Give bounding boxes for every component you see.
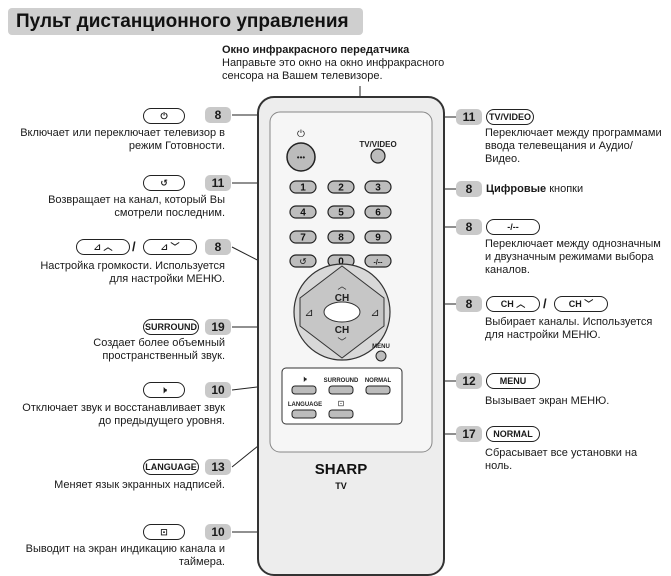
flashback-text: Возвращает на канал, который Вы смотрели… — [48, 194, 225, 219]
svg-text:﹀: ﹀ — [337, 337, 346, 347]
remote-key-5[interactable]: 5 — [327, 205, 355, 219]
svg-text:⊡: ⊡ — [338, 399, 345, 408]
channel-text: Выбирает каналы. Используется для настро… — [485, 316, 653, 341]
svg-text:•••: ••• — [297, 153, 306, 162]
normal-button[interactable]: NORMAL — [486, 426, 540, 442]
display-text: Выводит на экран индикацию канала и тайм… — [25, 543, 225, 568]
remote-normal-label: NORMAL — [365, 378, 392, 384]
display-button-icon[interactable]: ⊡ — [143, 524, 185, 540]
tvvideo-text: Переключает между программами ввода теле… — [485, 127, 662, 165]
ir-window-text: Направьте это окно на окно инфракрасного… — [222, 57, 445, 82]
remote-surround-label: SURROUND — [324, 378, 359, 384]
digits-text: Цифровые кнопки — [486, 183, 583, 196]
svg-text:0: 0 — [338, 257, 344, 268]
svg-text:🕨: 🕨 — [301, 374, 307, 384]
menu-badge: 12 — [456, 373, 482, 389]
svg-text:-/--: -/-- — [374, 260, 384, 267]
surround-button[interactable]: SURROUND — [143, 319, 199, 335]
digits-bold: Цифровые — [486, 183, 547, 195]
volume-badge: 8 — [205, 239, 231, 255]
power-text: Включает или переключает телевизор в реж… — [20, 127, 225, 152]
svg-text:2: 2 — [338, 183, 344, 194]
channel-down-button[interactable]: CH ﹀ — [554, 296, 608, 312]
svg-text:5: 5 — [338, 208, 344, 219]
remote-key-2[interactable]: 2 — [327, 180, 355, 194]
channel-separator: / — [543, 296, 547, 311]
tvvideo-badge: 11 — [456, 109, 482, 125]
digitmode-button[interactable]: -/-- — [486, 219, 540, 235]
remote-brand: SHARP — [315, 461, 368, 478]
remote-key-7[interactable]: 7 — [289, 230, 317, 244]
digitmode-badge: 8 — [456, 219, 482, 235]
flashback-badge: 11 — [205, 175, 231, 191]
remote-language-label: LANGUAGE — [288, 402, 322, 408]
remote-key-6[interactable]: 6 — [364, 205, 392, 219]
svg-text:⊿: ⊿ — [370, 307, 379, 319]
channel-up-label: CH — [500, 299, 514, 309]
remote-key-9[interactable]: 9 — [364, 230, 392, 244]
menu-text: Вызывает экран МЕНЮ. — [485, 395, 610, 407]
mute-badge: 10 — [205, 382, 231, 398]
remote-tvvideo-label: TV/VIDEO — [359, 140, 396, 149]
normal-badge: 17 — [456, 426, 482, 442]
page-title: Пульт дистанционного управления — [8, 8, 363, 35]
channel-badge: 8 — [456, 296, 482, 312]
channel-down-label: CH — [568, 299, 582, 309]
digits-rest: кнопки — [546, 183, 584, 195]
svg-text:⏻: ⏻ — [297, 129, 305, 140]
power-button-icon[interactable]: ⏻ — [143, 108, 185, 124]
tvvideo-button[interactable]: TV/VIDEO — [486, 109, 534, 125]
svg-text:︿: ︿ — [337, 281, 346, 291]
svg-text:9: 9 — [375, 233, 381, 244]
svg-text:6: 6 — [375, 208, 381, 219]
svg-text:⊿: ⊿ — [304, 307, 313, 319]
remote-key-digitmode[interactable]: -/-- — [364, 254, 392, 268]
digits-badge: 8 — [456, 181, 482, 197]
language-text: Меняет язык экранных надписей. — [54, 479, 225, 491]
svg-text:4: 4 — [300, 208, 306, 219]
remote-key-3[interactable]: 3 — [364, 180, 392, 194]
power-badge: 8 — [205, 107, 231, 123]
language-button[interactable]: LANGUAGE — [143, 459, 199, 475]
svg-text:7: 7 — [300, 233, 306, 244]
svg-text:1: 1 — [300, 183, 306, 194]
surround-text: Создает более объемный пространственный … — [93, 337, 225, 362]
volume-down-button-icon[interactable]: ⊿ ︿ — [76, 239, 130, 255]
volume-up-button-icon[interactable]: ⊿ ﹀ — [143, 239, 197, 255]
language-badge: 13 — [205, 459, 231, 475]
channel-up-button[interactable]: CH ︿ — [486, 296, 540, 312]
remote-ch-up-label: CH — [335, 293, 349, 304]
normal-text: Сбрасывает все установки на ноль. — [485, 447, 638, 472]
menu-button[interactable]: MENU — [486, 373, 540, 389]
remote-key-1[interactable]: 1 — [289, 180, 317, 194]
remote-key-flashback[interactable]: ↺ — [289, 254, 317, 268]
digitmode-text: Переключает между однозначным и двузначн… — [485, 238, 661, 276]
mute-button-icon[interactable]: 🕨 — [143, 382, 185, 398]
display-badge: 10 — [205, 524, 231, 540]
ir-window-heading: Окно инфракрасного передатчика — [222, 44, 410, 56]
surround-badge: 19 — [205, 319, 231, 335]
volume-text: Настройка громкости. Используется для на… — [40, 260, 225, 285]
svg-text:↺: ↺ — [299, 257, 307, 267]
remote-model: TV — [335, 481, 347, 491]
remote-ch-down-label: CH — [335, 325, 349, 336]
remote-menu-label: MENU — [372, 344, 390, 350]
svg-text:8: 8 — [338, 233, 344, 244]
remote-key-8[interactable]: 8 — [327, 230, 355, 244]
volume-separator: / — [132, 239, 136, 254]
remote-key-4[interactable]: 4 — [289, 205, 317, 219]
svg-text:3: 3 — [375, 183, 381, 194]
mute-text: Отключает звук и восстанавливает звук до… — [22, 402, 225, 427]
flashback-button-icon[interactable]: ↺ — [143, 175, 185, 191]
